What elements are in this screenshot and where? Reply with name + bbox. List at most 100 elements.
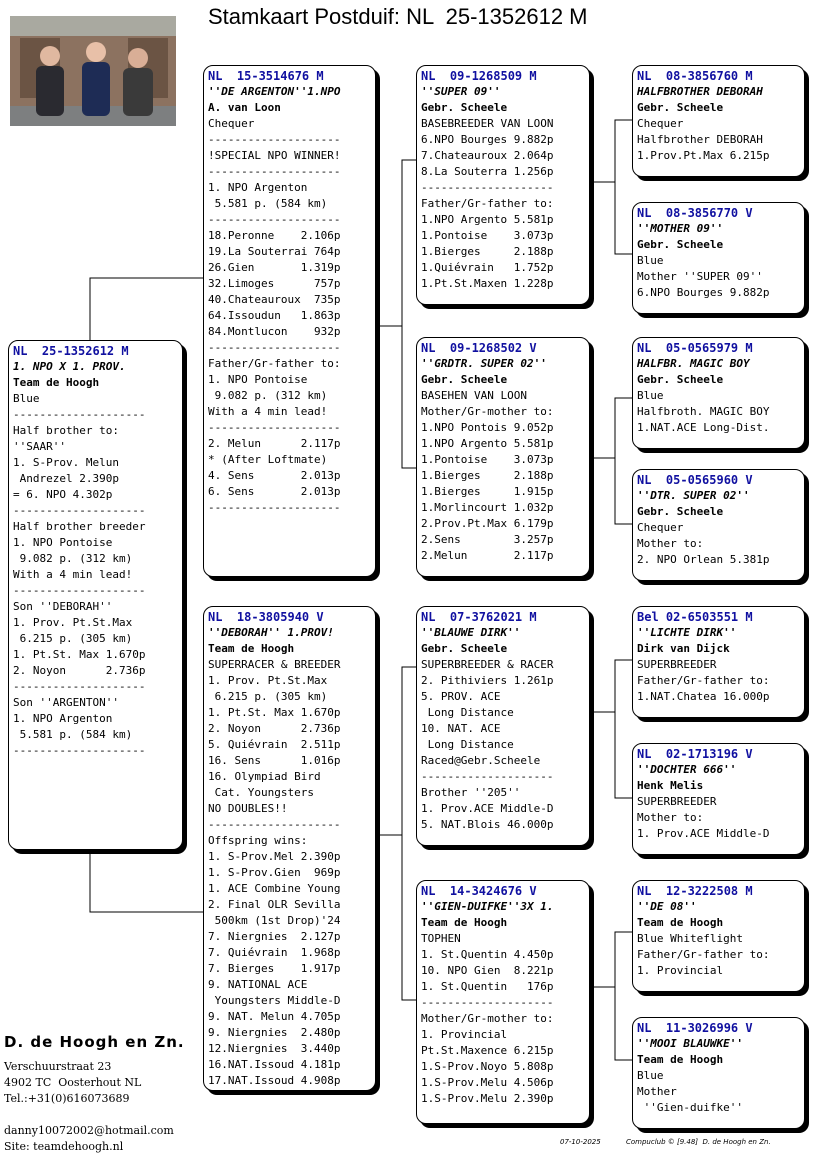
result-line: -------------------- bbox=[208, 421, 341, 434]
result-line: 1. Prov.ACE Middle-D bbox=[421, 802, 554, 815]
result-line: Cat. Youngsters bbox=[208, 786, 314, 799]
result-line: TOPHEN bbox=[421, 932, 461, 945]
ring-number: NL 18-3805940 V bbox=[208, 610, 324, 624]
ring-number: NL 05-0565979 M bbox=[637, 341, 753, 355]
result-line: Mother ''SUPER 09'' bbox=[637, 270, 763, 283]
result-line: ''SAAR'' bbox=[13, 440, 66, 453]
result-line: 9. NATIONAL ACE bbox=[208, 978, 308, 991]
pigeon-name: ''DE 08'' bbox=[637, 900, 697, 913]
ring-number: NL 25-1352612 M bbox=[13, 344, 129, 358]
pigeon-name: ''DE ARGENTON''1.NPO bbox=[208, 85, 341, 98]
result-line: Brother ''205'' bbox=[421, 786, 521, 799]
result-line: 5.581 p. (584 km) bbox=[208, 197, 328, 210]
result-line: Mother to: bbox=[637, 811, 704, 824]
result-line: 1.NAT.Chatea 16.000p bbox=[637, 690, 770, 703]
ring-number: NL 05-0565960 V bbox=[637, 473, 753, 487]
pigeon-name: ''LICHTE DIRK'' bbox=[637, 626, 737, 639]
pigeon-name: ''BLAUWE DIRK'' bbox=[421, 626, 521, 639]
result-line: 1. NPO Pontoise bbox=[13, 536, 113, 549]
ring-number: Bel 02-6503551 M bbox=[637, 610, 753, 624]
result-line: Youngsters Middle-D bbox=[208, 994, 341, 1007]
ring-number: NL 08-3856760 M bbox=[637, 69, 753, 83]
owner-name: Gebr. Scheele bbox=[637, 505, 724, 518]
result-line: Mother to: bbox=[637, 537, 704, 550]
result-line: 1.NAT.ACE Long-Dist. bbox=[637, 421, 770, 434]
result-line: SUPERBREEDER bbox=[637, 795, 717, 808]
result-line: 1.S-Prov.Melu 2.390p bbox=[421, 1092, 554, 1105]
pigeon-name: HALFBR. MAGIC BOY bbox=[637, 357, 750, 370]
result-line: 4. Sens 2.013p bbox=[208, 469, 341, 482]
result-line: 9.082 p. (312 km) bbox=[208, 389, 328, 402]
pigeon-name: ''DTR. SUPER 02'' bbox=[637, 489, 750, 502]
result-line: 1.Quiévrain 1.752p bbox=[421, 261, 554, 274]
result-line: 8.La Souterra 1.256p bbox=[421, 165, 554, 178]
team-photo bbox=[10, 16, 176, 126]
result-line: 1.Bierges 2.188p bbox=[421, 245, 554, 258]
result-line: 500km (1st Drop)'24 bbox=[208, 914, 341, 927]
result-line: 1. Pt.St. Max 1.670p bbox=[13, 648, 146, 661]
result-line: 7. Niergnies 2.127p bbox=[208, 930, 341, 943]
result-line: 6.215 p. (305 km) bbox=[208, 690, 328, 703]
result-line: 7. Bierges 1.917p bbox=[208, 962, 341, 975]
result-line: 1.Bierges 1.915p bbox=[421, 485, 554, 498]
result-line: 5. PROV. ACE bbox=[421, 690, 501, 703]
result-line: Blue bbox=[637, 1069, 664, 1082]
owner-name: Henk Melis bbox=[637, 779, 704, 792]
result-line: 6. Sens 2.013p bbox=[208, 485, 341, 498]
result-line: !SPECIAL NPO WINNER! bbox=[208, 149, 341, 162]
ring-number: NL 07-3762021 M bbox=[421, 610, 537, 624]
result-line: -------------------- bbox=[208, 133, 341, 146]
result-line: Pt.St.Maxence 6.215p bbox=[421, 1044, 554, 1057]
owner-name: Team de Hoogh bbox=[421, 916, 508, 929]
result-line: Offspring wins: bbox=[208, 834, 308, 847]
result-line: 2.Sens 3.257p bbox=[421, 533, 554, 546]
result-line: 1.Morlincourt 1.032p bbox=[421, 501, 554, 514]
pigeon-card-mother: NL 18-3805940 V''DEBORAH'' 1.PROV!Team d… bbox=[203, 606, 376, 1091]
result-line: Blue Whiteflight bbox=[637, 932, 743, 945]
result-line: Father/Gr-father to: bbox=[637, 948, 770, 961]
result-line: 7.Chateauroux 2.064p bbox=[421, 149, 554, 162]
result-line: 17.NAT.Issoud 4.908p bbox=[208, 1074, 341, 1087]
result-line: Halfbroth. MAGIC BOY bbox=[637, 405, 770, 418]
result-line: 5. Quiévrain 2.511p bbox=[208, 738, 341, 751]
result-line: 32.Limoges 757p bbox=[208, 277, 341, 290]
result-line: 1. NPO Argenton bbox=[208, 181, 308, 194]
owner-name: Gebr. Scheele bbox=[421, 642, 508, 655]
result-line: 1. St.Quentin 176p bbox=[421, 980, 554, 993]
result-line: Long Distance bbox=[421, 706, 514, 719]
pigeon-card-mf-father: Bel 02-6503551 M ''LICHTE DIRK'' Dirk van … bbox=[632, 606, 805, 718]
ring-number: NL 15-3514676 M bbox=[208, 69, 324, 83]
result-line: Mother/Gr-mother to: bbox=[421, 1012, 554, 1025]
result-line: Chequer bbox=[637, 117, 684, 130]
breeder-site: Site: teamdehoogh.nl bbox=[4, 1140, 124, 1153]
result-line: Blue bbox=[637, 254, 664, 267]
result-line: 2. NPO Orlean 5.381p bbox=[637, 553, 770, 566]
result-line: Chequer bbox=[637, 521, 684, 534]
result-line: 5. NAT.Blois 46.000p bbox=[421, 818, 554, 831]
owner-name: Dirk van Dijck bbox=[637, 642, 730, 655]
pigeon-card-mother-father: NL 07-3762021 M ''BLAUWE DIRK'' Gebr. Sche… bbox=[416, 606, 590, 846]
result-line: 1.NPO Pontois 9.052p bbox=[421, 421, 554, 434]
result-line: 7. Quiévrain 1.968p bbox=[208, 946, 341, 959]
pigeon-name: ''MOOI BLAUWKE'' bbox=[637, 1037, 743, 1050]
result-line: 9. Niergnies 2.480p bbox=[208, 1026, 341, 1039]
result-line: BASEHEN VAN LOON bbox=[421, 389, 527, 402]
result-line: 1. S-Prov. Melun bbox=[13, 456, 119, 469]
ring-number: NL 09-1268502 V bbox=[421, 341, 537, 355]
pigeon-name: ''MOTHER 09'' bbox=[637, 222, 724, 235]
result-line: 19.La Souterrai 764p bbox=[208, 245, 341, 258]
result-line: Son ''ARGENTON'' bbox=[13, 696, 119, 709]
pigeon-name: ''GRDTR. SUPER 02'' bbox=[421, 357, 547, 370]
result-line: 12.Niergnies 3.440p bbox=[208, 1042, 341, 1055]
breeder-name: D. de Hoogh en Zn. bbox=[4, 1033, 185, 1051]
ring-number: NL 09-1268509 M bbox=[421, 69, 537, 83]
result-line: NO DOUBLES!! bbox=[208, 802, 288, 815]
result-line: -------------------- bbox=[13, 744, 146, 757]
result-line: -------------------- bbox=[421, 181, 554, 194]
result-line: 1. Prov.ACE Middle-D bbox=[637, 827, 770, 840]
